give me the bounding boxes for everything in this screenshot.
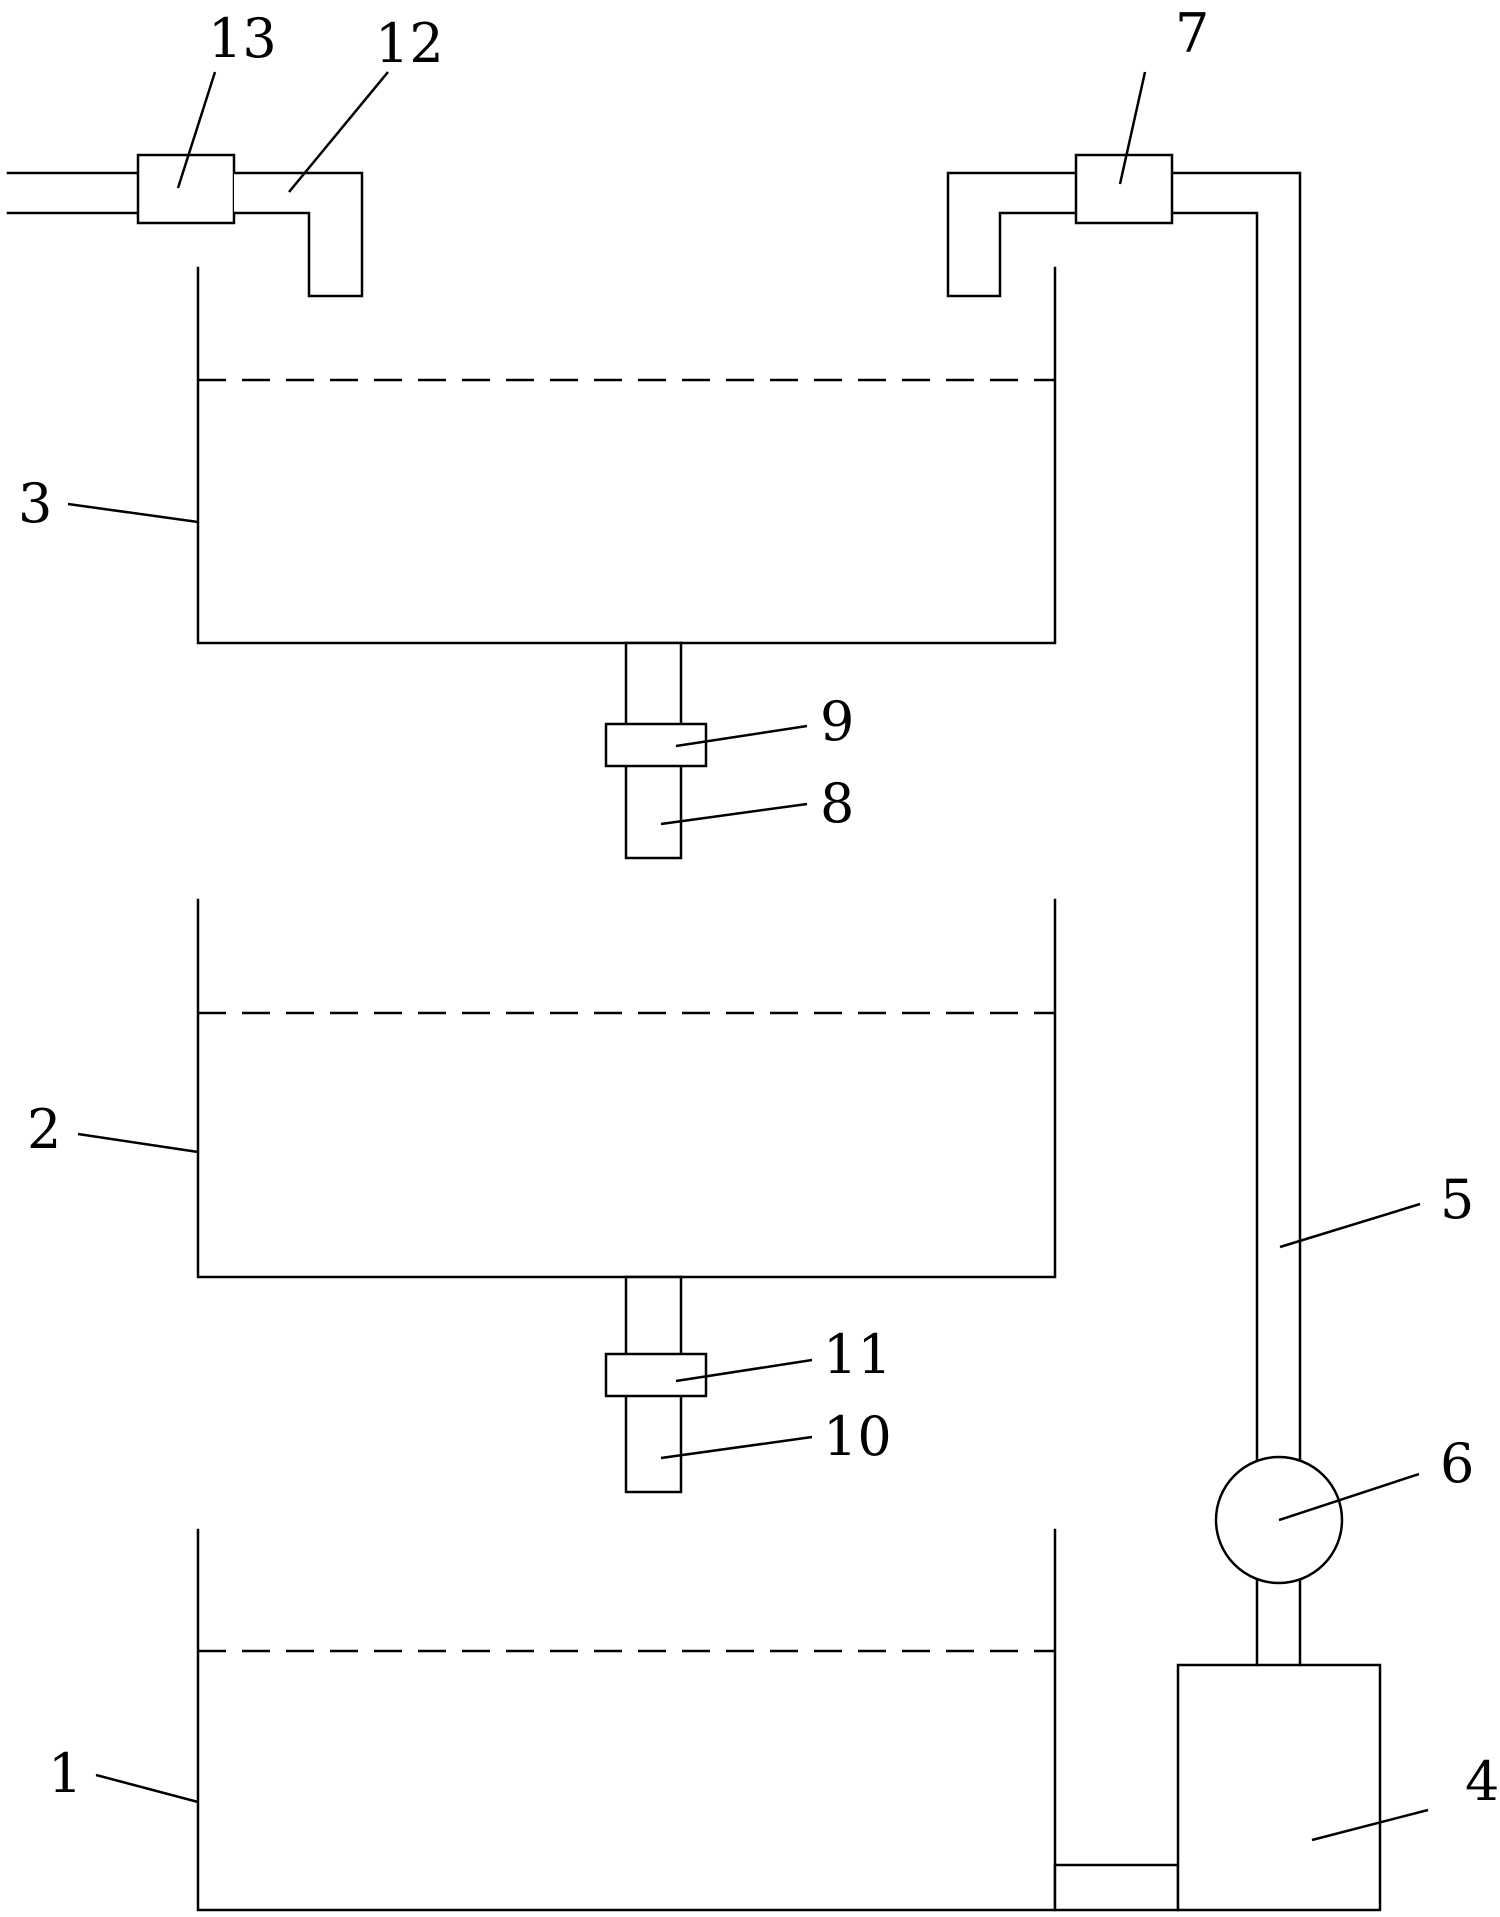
riser-pipe (1170, 171, 1302, 1667)
label-8: 8 (820, 772, 854, 835)
label-13: 13 (208, 7, 277, 70)
right-elbow-pipe (946, 171, 1076, 298)
label-10: 10 (823, 1405, 892, 1468)
pump-box (1176, 1663, 1382, 1912)
connector-pipe (1053, 1863, 1180, 1912)
top-tank (196, 266, 1057, 645)
left-inlet-line (6, 171, 140, 215)
label-11: 11 (823, 1323, 892, 1386)
valve-upper (604, 722, 708, 768)
leader-lines (67, 71, 1429, 1842)
label-5: 5 (1440, 1168, 1474, 1231)
label-7: 7 (1175, 2, 1209, 65)
label-9: 9 (820, 690, 854, 753)
middle-tank (196, 898, 1057, 1279)
bottom-tank (196, 1528, 1057, 1912)
label-3: 3 (18, 472, 52, 535)
label-2: 2 (27, 1098, 61, 1161)
part-labels: 1 2 3 4 5 6 7 8 9 10 11 12 13 (18, 2, 1499, 1813)
label-6: 6 (1440, 1432, 1474, 1495)
label-1: 1 (48, 1742, 82, 1805)
label-12: 12 (375, 12, 444, 75)
left-elbow-pipe (234, 171, 364, 298)
label-4: 4 (1465, 1750, 1499, 1813)
valve-lower (604, 1352, 708, 1398)
